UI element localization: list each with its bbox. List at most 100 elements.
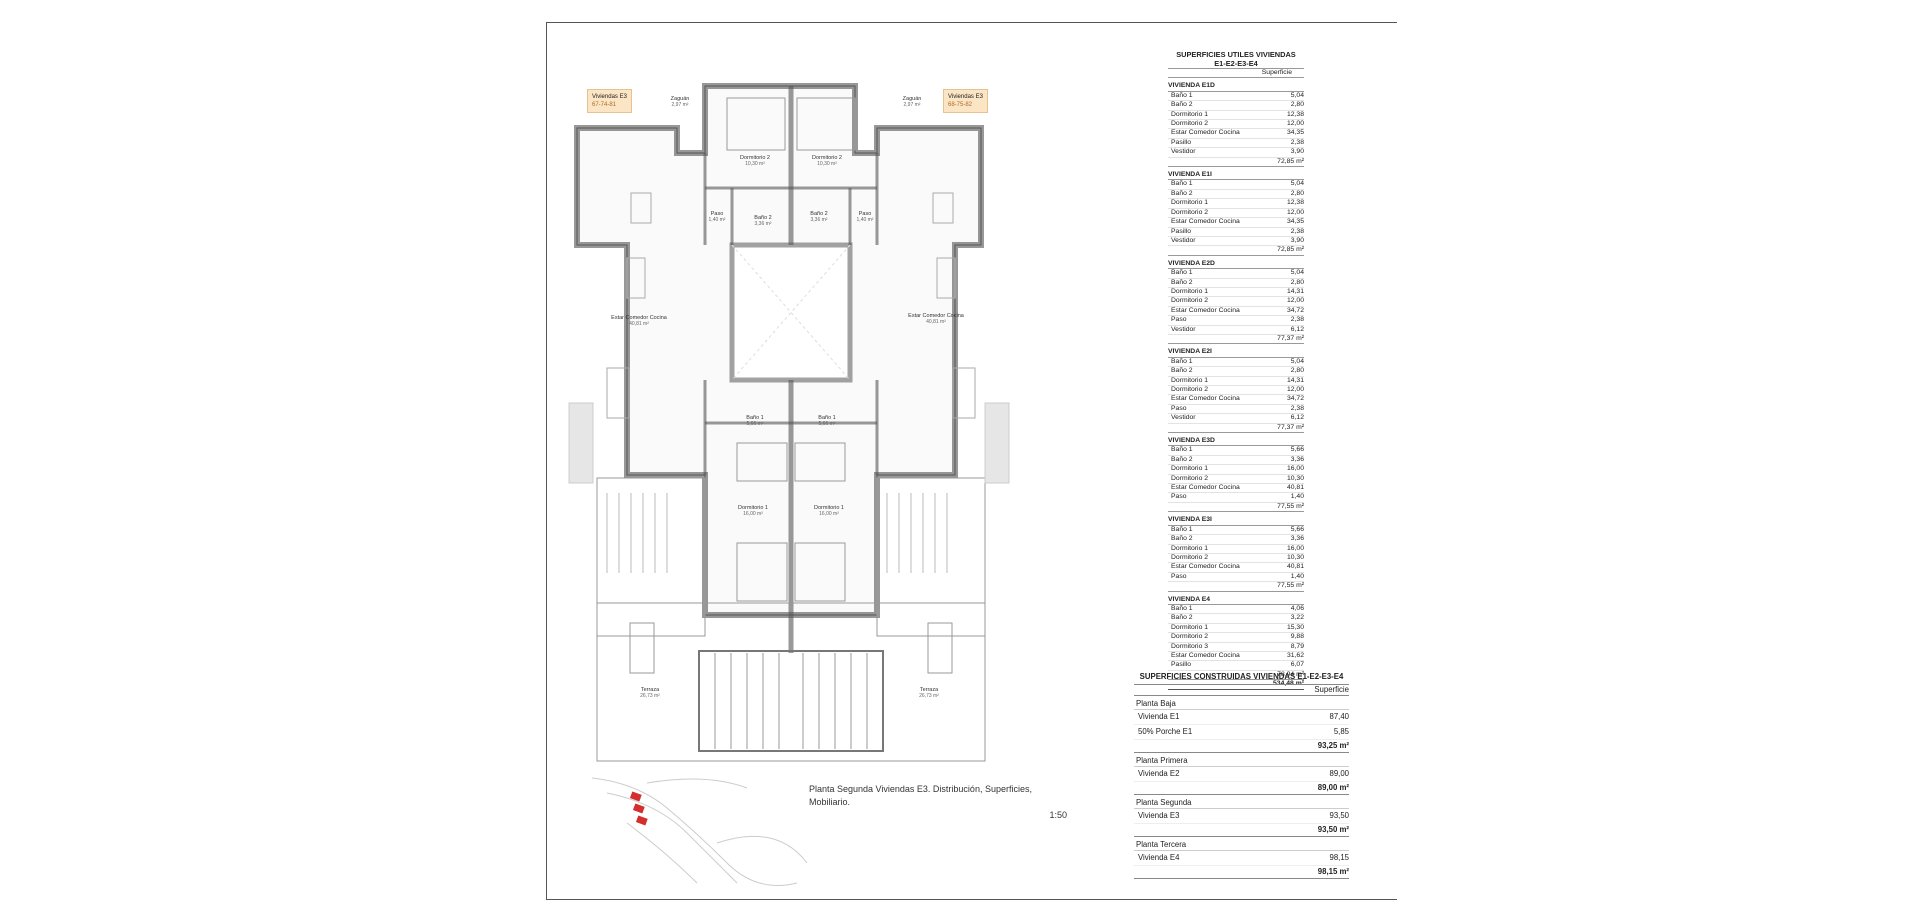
room-area: 12,38 xyxy=(1286,199,1304,207)
room-area: 34,35 xyxy=(1286,218,1304,226)
floor-section-title: Planta Primera xyxy=(1134,756,1349,767)
table-row: 50% Porche E1 5,85 xyxy=(1134,725,1349,740)
room-name: Vestidor xyxy=(1171,148,1196,156)
floor-section-title: Planta Segunda xyxy=(1134,798,1349,809)
room-name: Baño 1 xyxy=(1171,604,1193,612)
table-title: SUPERFICIES UTILES VIVIENDAS xyxy=(1176,50,1296,59)
table-row: Baño 2 2,80 xyxy=(1168,279,1304,288)
table-row: Baño 1 4,06 xyxy=(1168,604,1304,615)
room-name: Paso xyxy=(1171,316,1187,324)
room-name: Baño 2 xyxy=(1171,455,1193,463)
room-area: 1,40 xyxy=(1290,493,1304,501)
room-name: Baño 2 xyxy=(1171,367,1193,375)
room-area: 5,04 xyxy=(1290,269,1304,277)
room-area: 34,72 xyxy=(1286,395,1304,403)
room-area: 12,00 xyxy=(1286,208,1304,216)
room-area: 2,38 xyxy=(1290,138,1304,146)
room-name: Vestidor xyxy=(1171,414,1196,422)
room-area: 31,62 xyxy=(1286,651,1304,659)
tag-numbers: 67-74-81 xyxy=(592,102,617,108)
table-row: Baño 2 2,80 xyxy=(1168,189,1304,200)
grand-total: 534,48 m² xyxy=(1168,680,1304,690)
room-area: 2,80 xyxy=(1290,367,1304,375)
group-title: VIVIENDA E2I xyxy=(1168,348,1304,358)
group-title: VIVIENDA E3D xyxy=(1168,437,1304,447)
room-name: Baño 2 xyxy=(1171,189,1193,197)
room-name: Estar Comedor Cocina xyxy=(1171,651,1240,659)
room-area: 15,30 xyxy=(1286,623,1304,631)
room-area: 16,00 xyxy=(1286,544,1304,552)
room-area: 2,80 xyxy=(1290,278,1304,286)
room-name: Baño 2 xyxy=(1171,278,1193,286)
room-area: 4,06 xyxy=(1290,604,1304,612)
room-area: 16,00 xyxy=(1286,465,1304,473)
floor-section-title: Planta Tercera xyxy=(1134,840,1349,851)
room-area: 3,36 xyxy=(1290,455,1304,463)
room-area: 2,38 xyxy=(1290,404,1304,412)
table-subtitle: E1-E2-E3-E4 xyxy=(1214,59,1258,68)
room-name: Baño 1 xyxy=(1171,357,1193,365)
room-name: Paso xyxy=(1171,572,1187,580)
group-total: 77,37 m² xyxy=(1168,424,1304,434)
dwelling-tag-right: Viviendas E3 68-75-82 xyxy=(943,89,988,113)
room-area: 3,36 xyxy=(1290,535,1304,543)
room-area: 14,31 xyxy=(1286,376,1304,384)
item-area: 5,85 xyxy=(1333,727,1349,736)
room-name: Dormitorio 1 xyxy=(1171,465,1209,473)
room-name: Baño 1 xyxy=(1171,446,1193,454)
room-name: Baño 1 xyxy=(1171,91,1193,99)
table-title: SUPERFICIES CONSTRUIDAS VIVIENDAS E1-E2-… xyxy=(1134,672,1349,685)
room-name: Pasillo xyxy=(1171,138,1192,146)
room-area: 6,07 xyxy=(1290,661,1304,669)
item-name: 50% Porche E1 xyxy=(1138,727,1193,736)
room-area: 14,31 xyxy=(1286,287,1304,295)
room-area: 5,66 xyxy=(1290,525,1304,533)
group-total: 78,94 m² xyxy=(1168,671,1304,681)
room-area: 12,38 xyxy=(1286,110,1304,118)
room-area: 2,80 xyxy=(1290,189,1304,197)
room-area: 3,90 xyxy=(1290,148,1304,156)
group-total: 77,55 m² xyxy=(1168,582,1304,592)
group-title: VIVIENDA E1I xyxy=(1168,171,1304,181)
room-name: Estar Comedor Cocina xyxy=(1171,129,1240,137)
room-area: 40,81 xyxy=(1286,484,1304,492)
table-row: Dormitorio 1 16,00 xyxy=(1168,465,1304,475)
section-total: 93,25 m² xyxy=(1134,740,1349,753)
tag-title: Viviendas E3 xyxy=(592,94,627,100)
room-area: 9,88 xyxy=(1290,633,1304,641)
drawing-sheet: Viviendas E3 67-74-81 Viviendas E3 68-75… xyxy=(546,22,1397,900)
dwelling-tag-left: Viviendas E3 67-74-81 xyxy=(587,89,632,113)
room-area: 10,30 xyxy=(1286,553,1304,561)
room-name: Baño 1 xyxy=(1171,525,1193,533)
